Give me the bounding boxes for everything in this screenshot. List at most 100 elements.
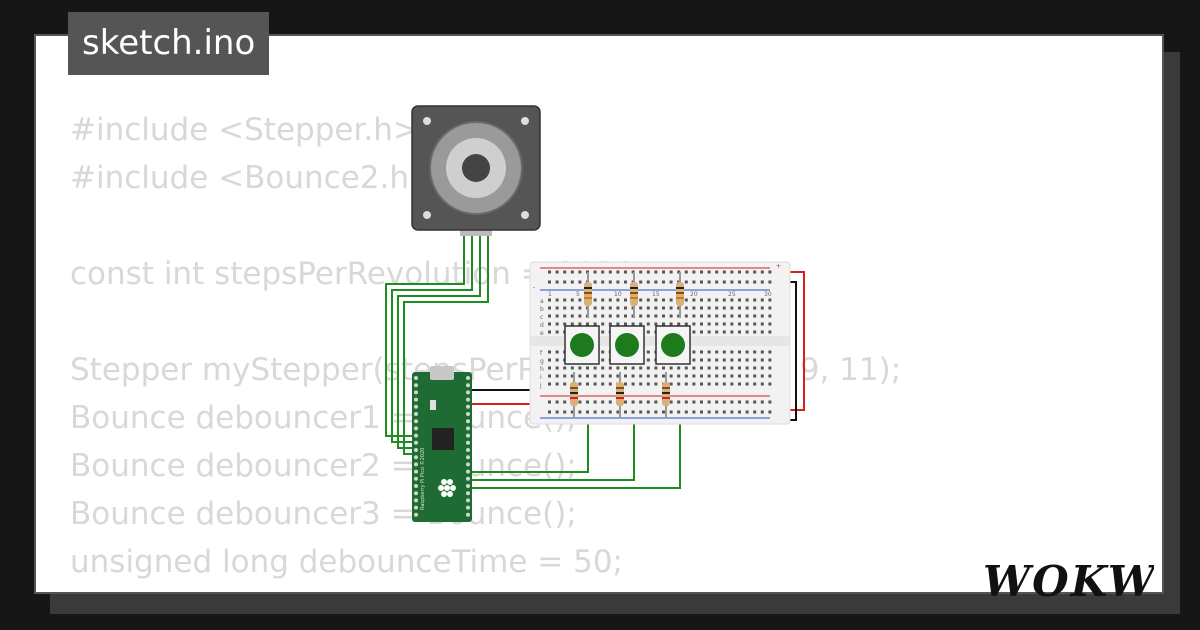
breadboard-hole (616, 270, 620, 274)
breadboard-hole (730, 366, 734, 370)
breadboard-hole (715, 298, 719, 302)
breadboard-hole (548, 306, 551, 310)
breadboard-hole (662, 298, 665, 302)
breadboard-hole (624, 270, 627, 274)
pico-pin (466, 404, 470, 409)
breadboard-hole (654, 374, 658, 378)
breadboard-hole (760, 410, 764, 414)
breadboard-hole (593, 374, 597, 378)
breadboard-hole (555, 306, 559, 310)
breadboard-hole (593, 322, 597, 326)
breadboard-hole (578, 374, 582, 378)
breadboard-hole (593, 382, 597, 386)
breadboard-hole (715, 374, 719, 378)
file-tab[interactable]: sketch.ino (68, 12, 270, 75)
breadboard-hole (586, 322, 589, 326)
row-label: d (540, 322, 544, 329)
pico-pin (414, 440, 418, 445)
breadboard-hole (722, 298, 726, 302)
resistor (616, 372, 624, 418)
pico-pin (414, 426, 418, 431)
breadboard-hole (722, 280, 726, 284)
stepper-motor[interactable] (411, 105, 541, 236)
pushbutton-2[interactable] (609, 325, 645, 365)
breadboard-hole (715, 410, 719, 414)
breadboard-hole (624, 322, 627, 326)
breadboard-hole (669, 374, 673, 378)
breadboard-hole (646, 270, 650, 274)
breadboard-hole (654, 400, 658, 404)
breadboard-hole (570, 314, 574, 318)
breadboard-hole (730, 322, 734, 326)
breadboard-hole (700, 330, 703, 334)
breadboard-hole (684, 298, 688, 302)
breadboard-hole (692, 400, 696, 404)
pushbutton-1[interactable] (564, 325, 600, 365)
breadboard-hole (578, 270, 582, 274)
pico-pin (414, 419, 418, 424)
breadboard-hole (555, 270, 559, 274)
breadboard-hole (624, 306, 627, 310)
breadboard-hole (700, 374, 703, 378)
breadboard-hole (669, 270, 673, 274)
breadboard-hole (639, 280, 643, 284)
breadboard-hole (707, 314, 711, 318)
breadboard-hole (646, 382, 650, 386)
breadboard-hole (608, 410, 612, 414)
pushbutton-3[interactable] (655, 325, 691, 365)
breadboard-hole (662, 280, 665, 284)
resistor (570, 372, 578, 418)
breadboard-hole (578, 400, 582, 404)
breadboard-hole (722, 382, 726, 386)
breadboard-hole (616, 366, 620, 370)
pico-pin (466, 498, 470, 503)
breadboard-hole (669, 314, 673, 318)
breadboard-hole (700, 270, 703, 274)
breadboard-hole (722, 306, 726, 310)
breadboard-hole (646, 322, 650, 326)
resistor (584, 272, 592, 318)
breadboard-hole (669, 322, 673, 326)
breadboard-hole (555, 410, 559, 414)
breadboard-hole (738, 400, 741, 404)
breadboard-hole (608, 366, 612, 370)
breadboard-hole (624, 314, 627, 318)
breadboard-hole (738, 350, 741, 354)
breadboard-hole (563, 298, 567, 302)
breadboard-hole (608, 270, 612, 274)
breadboard-hole (555, 366, 559, 370)
pico-pin (414, 412, 418, 416)
breadboard-hole (722, 400, 726, 404)
breadboard-hole (692, 350, 696, 354)
breadboard-hole (700, 358, 703, 362)
breadboard-hole (753, 298, 757, 302)
breadboard-hole (707, 382, 711, 386)
breadboard-hole (548, 366, 551, 370)
breadboard-hole (707, 350, 711, 354)
breadboard-hole (768, 270, 772, 274)
breadboard-hole (608, 306, 612, 310)
breadboard-hole (624, 410, 627, 414)
breadboard-hole (707, 400, 711, 404)
breadboard-hole (760, 314, 764, 318)
pico-pin (466, 448, 470, 452)
breadboard-hole (738, 306, 741, 310)
resistors-bottom (570, 372, 670, 418)
breadboard-hole (593, 298, 597, 302)
pico-pin (414, 484, 418, 488)
breadboard-hole (700, 350, 703, 354)
breadboard-hole (608, 298, 612, 302)
raspberry-pi-pico[interactable]: Raspberry Pi Pico ©2020 (412, 366, 472, 522)
breadboard-hole (654, 298, 658, 302)
breadboard-hole (578, 314, 582, 318)
breadboard-hole (684, 322, 688, 326)
breadboard-hole (555, 358, 559, 362)
breadboard-hole (646, 410, 650, 414)
breadboard-hole (715, 314, 719, 318)
pico-pin (466, 419, 470, 424)
breadboard-hole (639, 374, 643, 378)
breadboard-hole (548, 280, 551, 284)
breadboard-hole (646, 366, 650, 370)
breadboard-hole (730, 410, 734, 414)
